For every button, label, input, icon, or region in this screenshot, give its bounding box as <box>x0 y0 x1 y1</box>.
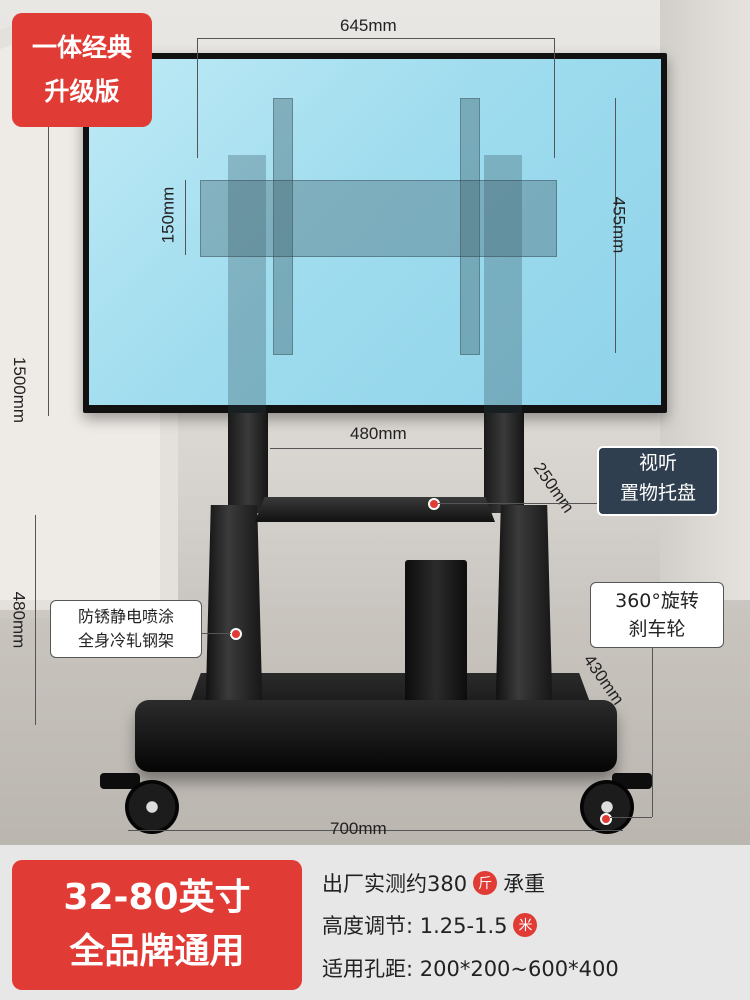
coating-callout-line1: 防锈静电喷涂 <box>77 607 174 626</box>
upgrade-badge-line2: 升级版 <box>44 77 120 106</box>
dim-line-480-width <box>270 448 482 449</box>
label-480mm-height: 480mm <box>9 591 29 649</box>
shelf-leader <box>438 503 598 504</box>
coating-callout: 防锈静电喷涂 全身冷轧钢架 <box>50 600 202 658</box>
coating-leader <box>195 633 231 634</box>
label-700mm: 700mm <box>330 819 387 838</box>
caster-wheel <box>580 780 634 834</box>
stand-pole-left <box>228 413 268 513</box>
hole-spec-text: 适用孔距: 200*200~600*400 <box>322 957 619 981</box>
upgrade-badge: 一体经典 升级版 <box>12 13 152 127</box>
caster-wheel <box>125 780 179 834</box>
label-645mm: 645mm <box>340 16 397 35</box>
dim-line-150 <box>185 180 186 255</box>
size-badge: 32-80英寸 全品牌通用 <box>12 860 302 990</box>
upgrade-badge-line1: 一体经典 <box>31 33 132 62</box>
dim-line-700 <box>128 830 623 831</box>
stand-leg-right <box>495 505 553 730</box>
shelf-callout-line1: 视听 <box>638 452 677 474</box>
coating-callout-line2: 全身冷轧钢架 <box>77 631 174 650</box>
wheel-callout-line1: 360°旋转 <box>615 590 699 612</box>
dim-line-480-height <box>35 515 36 725</box>
label-480mm-width: 480mm <box>350 424 407 443</box>
height-spec-text: 高度调节: 1.25-1.5 <box>322 914 508 938</box>
load-spec: 出厂实测约380 斤 承重 <box>322 868 545 898</box>
label-455mm: 455mm <box>609 196 629 254</box>
tv-screen <box>89 59 661 405</box>
shelf-pin <box>428 498 440 510</box>
vesa-rail-left <box>273 98 293 355</box>
stand-leg-left <box>205 505 263 730</box>
label-1500mm: 1500mm <box>10 356 30 424</box>
dim-line-455 <box>615 98 616 353</box>
mount-pole-right <box>484 155 522 415</box>
height-spec: 高度调节: 1.25-1.5 米 <box>322 910 543 940</box>
dim-tick <box>197 38 198 158</box>
dim-tick <box>554 38 555 158</box>
wheel-leader <box>610 817 652 818</box>
load-unit-badge: 斤 <box>473 871 498 895</box>
mount-pole-left <box>228 155 266 415</box>
size-badge-line1: 32-80英寸 <box>63 877 251 918</box>
wheel-callout: 360°旋转 刹车轮 <box>590 582 724 648</box>
stand-pole-right <box>484 413 524 513</box>
vesa-rail-right <box>460 98 480 355</box>
dim-line-1500 <box>48 56 49 416</box>
shelf-callout: 视听 置物托盘 <box>597 446 719 516</box>
product-scene: 645mm 1500mm 150mm 455mm 480mm 250mm 480… <box>0 0 750 845</box>
tv-panel <box>83 53 667 413</box>
brake-pedal-left <box>100 773 140 789</box>
av-shelf <box>255 497 495 522</box>
stand-base <box>135 700 617 772</box>
wheel-leader-vertical <box>652 645 653 817</box>
shelf-callout-line2: 置物托盘 <box>619 482 696 504</box>
wheel-callout-line2: 刹车轮 <box>628 618 686 640</box>
dim-line-645 <box>197 38 554 39</box>
coating-pin <box>230 628 242 640</box>
load-spec-text: 出厂实测约380 <box>322 872 468 896</box>
wheel-pin <box>600 813 612 825</box>
label-150mm: 150mm <box>158 186 178 244</box>
size-badge-line2: 全品牌通用 <box>69 932 245 972</box>
vesa-bracket <box>200 180 557 257</box>
load-spec-suffix: 承重 <box>503 872 546 896</box>
height-unit-badge: 米 <box>513 913 538 937</box>
hole-spec: 适用孔距: 200*200~600*400 <box>322 953 619 983</box>
